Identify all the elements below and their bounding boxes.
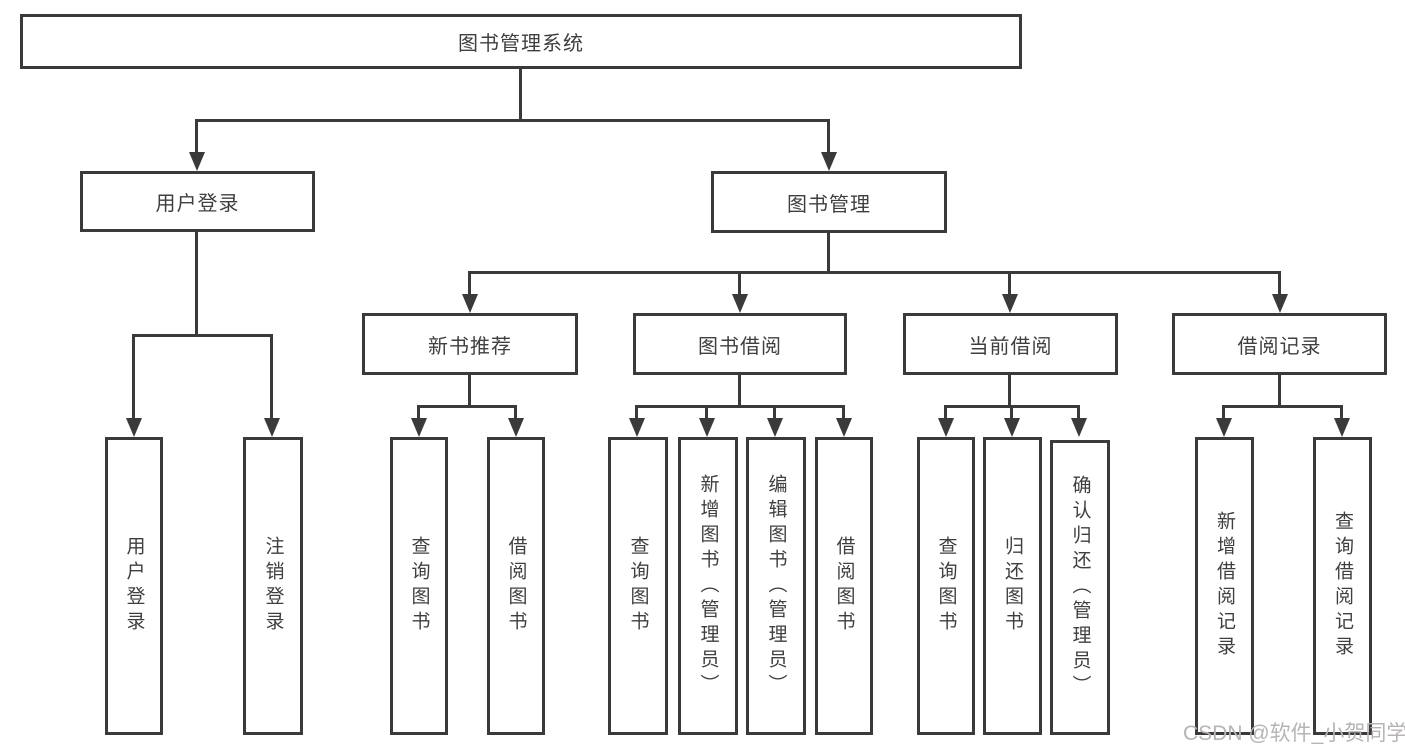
connector-book-borrow-rail — [635, 405, 845, 408]
arrowhead-book-mgmt — [821, 152, 837, 171]
leaf-cb-confirm-return-admin-label: 确认归还（管理员） — [1069, 475, 1091, 700]
node-user-login: 用户登录 — [80, 171, 315, 232]
arrowhead-cb-return — [1004, 418, 1020, 437]
leaf-bb-edit-books-admin: 编辑图书（管理员） — [746, 437, 806, 735]
node-borrow-records: 借阅记录 — [1172, 313, 1387, 375]
leaf-br-query-record: 查询借阅记录 — [1313, 437, 1372, 735]
leaf-bb-add-books-admin-label: 新增图书（管理员） — [697, 473, 719, 699]
connector-borrow-records-rail — [1222, 405, 1343, 408]
arrowhead-bb-edit — [767, 418, 783, 437]
leaf-cb-confirm-return-admin: 确认归还（管理员） — [1050, 440, 1110, 735]
leaf-user-login-label: 用户登录 — [123, 536, 145, 636]
leaf-cb-return-books-label: 归还图书 — [1002, 536, 1023, 636]
leaf-br-add-record-label: 新增借阅记录 — [1214, 511, 1235, 661]
watermark: CSDN @软件_小贺同学 — [1183, 722, 1405, 745]
arrowhead-borrow-records — [1272, 294, 1288, 313]
node-user-login-label: 用户登录 — [155, 193, 240, 215]
connector-user-login-stub — [195, 232, 198, 336]
leaf-bb-query-books: 查询图书 — [608, 437, 668, 735]
connector-book-mgmt-stub — [827, 233, 830, 273]
connector-drop-cb-confirm — [1077, 405, 1080, 418]
leaf-br-query-record-label: 查询借阅记录 — [1332, 511, 1353, 661]
connector-drop-cb-return — [1010, 405, 1013, 418]
node-new-book-rec-label: 新书推荐 — [428, 335, 512, 358]
leaf-cb-query-books: 查询图书 — [917, 437, 975, 735]
arrowhead-new-book-rec — [462, 294, 478, 313]
arrowhead-bb-add — [699, 418, 715, 437]
node-book-borrow: 图书借阅 — [633, 313, 847, 375]
arrowhead-current-borrow — [1002, 294, 1018, 313]
arrowhead-leaf-logout — [264, 418, 280, 437]
leaf-user-login: 用户登录 — [105, 437, 163, 735]
arrowhead-leaf-login — [126, 418, 142, 437]
arrowhead-nbr-borrow — [508, 418, 524, 437]
connector-user-login-rail — [132, 334, 273, 337]
connector-drop-nbr-query — [417, 405, 420, 418]
node-current-borrow-label: 当前借阅 — [968, 335, 1053, 358]
connector-drop-bb-borrow — [842, 405, 845, 418]
connector-borrow-records-stub — [1278, 375, 1281, 407]
leaf-logout: 注销登录 — [243, 437, 303, 735]
leaf-nbr-borrow-books: 借阅图书 — [487, 437, 545, 735]
connector-new-book-rec-stub — [468, 375, 471, 407]
node-book-mgmt: 图书管理 — [711, 171, 947, 233]
leaf-cb-query-books-label: 查询图书 — [935, 536, 957, 636]
arrowhead-cb-confirm — [1071, 418, 1087, 437]
connector-drop-book-mgmt — [827, 119, 830, 152]
node-new-book-rec: 新书推荐 — [362, 313, 578, 375]
node-book-borrow-label: 图书借阅 — [698, 335, 782, 358]
leaf-bb-borrow-books: 借阅图书 — [815, 437, 873, 735]
connector-drop-borrow-records — [1278, 271, 1281, 294]
node-current-borrow: 当前借阅 — [903, 313, 1118, 375]
connector-new-book-rec-rail — [417, 405, 517, 408]
node-root-label: 图书管理系统 — [458, 33, 584, 55]
connector-drop-bb-query — [635, 405, 638, 418]
arrowhead-bb-borrow — [836, 418, 852, 437]
leaf-logout-label: 注销登录 — [262, 536, 284, 636]
leaf-bb-query-books-label: 查询图书 — [627, 536, 649, 636]
leaf-bb-borrow-books-label: 借阅图书 — [833, 536, 855, 636]
leaf-bb-edit-books-admin-label: 编辑图书（管理员） — [765, 473, 787, 699]
arrowhead-br-add — [1216, 418, 1232, 437]
connector-drop-br-add — [1222, 405, 1225, 418]
node-book-mgmt-label: 图书管理 — [787, 193, 871, 216]
leaf-nbr-borrow-books-label: 借阅图书 — [505, 536, 527, 636]
node-root: 图书管理系统 — [20, 14, 1022, 69]
connector-drop-br-query — [1340, 405, 1343, 418]
connector-drop-bb-add — [705, 405, 708, 418]
leaf-br-add-record: 新增借阅记录 — [1195, 437, 1254, 735]
arrowhead-cb-query — [938, 418, 954, 437]
arrowhead-br-query — [1334, 418, 1350, 437]
arrowhead-bb-query — [629, 418, 645, 437]
connector-drop-user-login — [195, 119, 198, 152]
arrowhead-book-borrow — [732, 294, 748, 313]
connector-drop-current-borrow — [1008, 271, 1011, 294]
connector-book-mgmt-rail — [468, 271, 1281, 274]
leaf-bb-add-books-admin: 新增图书（管理员） — [678, 437, 738, 735]
connector-drop-cb-query — [944, 405, 947, 418]
leaf-nbr-query-books-label: 查询图书 — [408, 536, 430, 636]
connector-drop-nbr-borrow — [514, 405, 517, 418]
leaf-cb-return-books: 归还图书 — [983, 437, 1042, 735]
connector-drop-bb-edit — [773, 405, 776, 418]
arrowhead-user-login — [189, 152, 205, 171]
connector-root-rail — [195, 119, 830, 122]
connector-drop-book-borrow — [738, 271, 741, 294]
connector-book-borrow-stub — [738, 375, 741, 407]
connector-root-stub — [519, 69, 522, 121]
connector-current-borrow-stub — [1008, 375, 1011, 407]
connector-drop-leaf-login — [132, 334, 135, 418]
node-borrow-records-label: 借阅记录 — [1237, 335, 1322, 358]
connector-drop-leaf-logout — [270, 334, 273, 418]
arrowhead-nbr-query — [411, 418, 427, 437]
leaf-nbr-query-books: 查询图书 — [390, 437, 448, 735]
connector-drop-new-book-rec — [468, 271, 471, 294]
